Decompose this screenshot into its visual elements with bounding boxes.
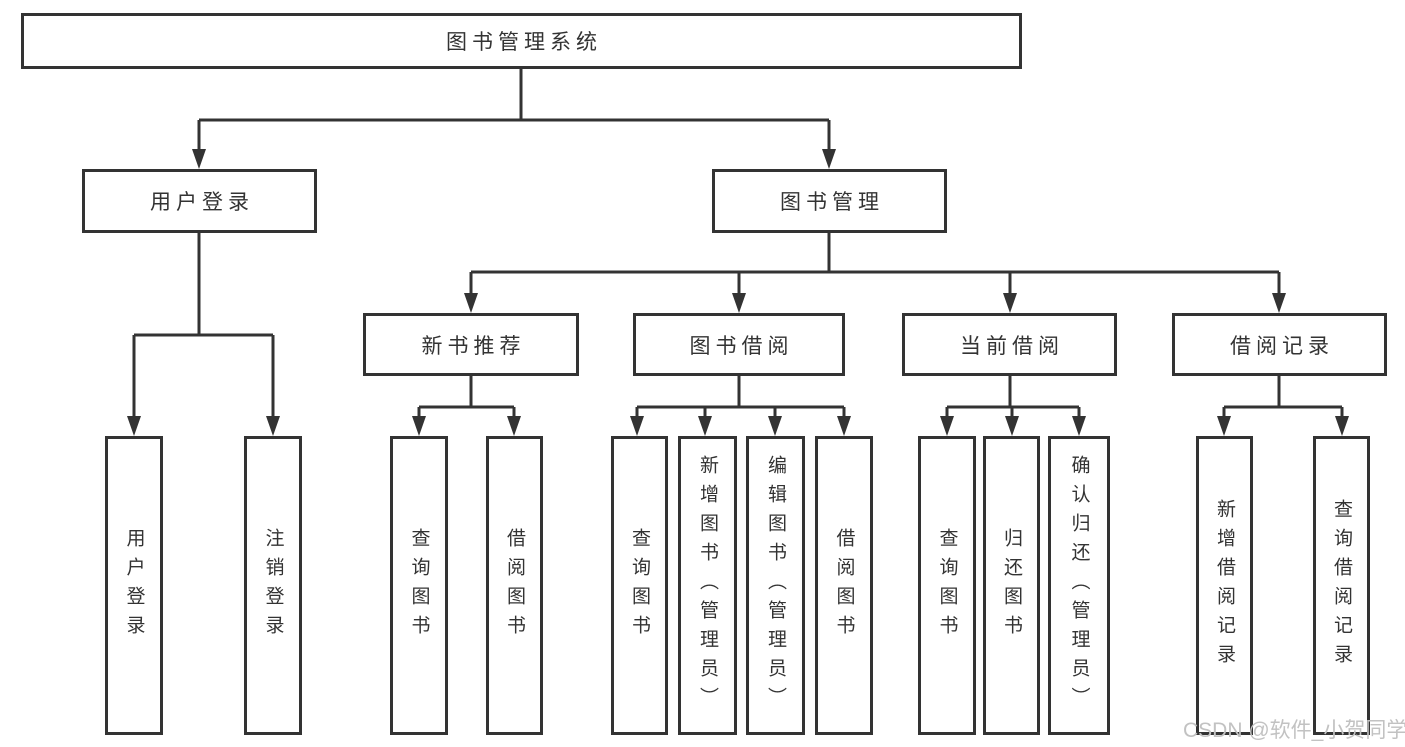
- leaf-borrow-query-books-label: 查询图书: [629, 527, 650, 644]
- leaf-borrow-borrow-books: 借阅图书: [815, 436, 873, 735]
- connector-current-borrow: [940, 376, 1086, 436]
- leaf-newbooks-borrow-books: 借阅图书: [486, 436, 543, 735]
- leaf-current-query-books: 查询图书: [918, 436, 976, 735]
- leaf-borrow-edit-books-admin: 编辑图书（管理员）: [746, 436, 805, 735]
- leaf-newbooks-query-books-label: 查询图书: [408, 527, 430, 644]
- leaf-records-add-record: 新增借阅记录: [1196, 436, 1253, 735]
- leaf-borrow-add-books-admin: 新增图书（管理员）: [678, 436, 737, 735]
- leaf-borrow-query-books: 查询图书: [611, 436, 668, 735]
- leaf-borrow-borrow-books-label: 借阅图书: [833, 527, 855, 644]
- leaf-records-query-record: 查询借阅记录: [1313, 436, 1370, 735]
- leaf-current-query-books-label: 查询图书: [936, 527, 958, 644]
- node-root-label: 图书管理系统: [446, 31, 602, 54]
- node-new-book-recommend-label: 新书推荐: [421, 334, 526, 358]
- node-new-book-recommend: 新书推荐: [363, 313, 579, 376]
- connector-root: [192, 69, 836, 169]
- node-book-management-label: 图书管理: [780, 191, 884, 214]
- leaf-logout: 注销登录: [244, 436, 302, 735]
- connector-book-management: [464, 233, 1286, 313]
- connector-book-borrow: [630, 376, 851, 436]
- leaf-user-login: 用户登录: [105, 436, 163, 735]
- leaf-current-return-books-label: 归还图书: [1001, 527, 1022, 644]
- node-borrow-records: 借阅记录: [1172, 313, 1387, 376]
- connector-borrow-records: [1217, 376, 1349, 436]
- leaf-current-confirm-return-admin-label: 确认归还（管理员）: [1068, 455, 1090, 716]
- node-user-login: 用户登录: [82, 169, 317, 233]
- node-book-borrow: 图书借阅: [633, 313, 845, 376]
- leaf-logout-label: 注销登录: [262, 527, 284, 644]
- csdn-watermark: CSDN @软件_小贺同学: [1183, 719, 1405, 742]
- leaf-user-login-label: 用户登录: [123, 527, 145, 644]
- leaf-borrow-add-books-admin-label: 新增图书（管理员）: [697, 455, 718, 716]
- node-borrow-records-label: 借阅记录: [1230, 334, 1334, 358]
- leaf-borrow-edit-books-admin-label: 编辑图书（管理员）: [765, 455, 786, 716]
- node-current-borrow: 当前借阅: [902, 313, 1117, 376]
- leaf-current-confirm-return-admin: 确认归还（管理员）: [1048, 436, 1110, 735]
- leaf-current-return-books: 归还图书: [983, 436, 1040, 735]
- leaf-newbooks-borrow-books-label: 借阅图书: [504, 527, 525, 644]
- connector-new-book-recommend: [412, 376, 521, 436]
- leaf-records-add-record-label: 新增借阅记录: [1214, 498, 1235, 673]
- node-book-borrow-label: 图书借阅: [689, 334, 794, 358]
- leaf-newbooks-query-books: 查询图书: [390, 436, 448, 735]
- leaf-records-query-record-label: 查询借阅记录: [1331, 498, 1352, 673]
- node-current-borrow-label: 当前借阅: [960, 334, 1064, 358]
- node-root: 图书管理系统: [21, 13, 1022, 69]
- node-user-login-label: 用户登录: [150, 191, 254, 214]
- connector-user-login: [127, 233, 280, 436]
- node-book-management: 图书管理: [712, 169, 947, 233]
